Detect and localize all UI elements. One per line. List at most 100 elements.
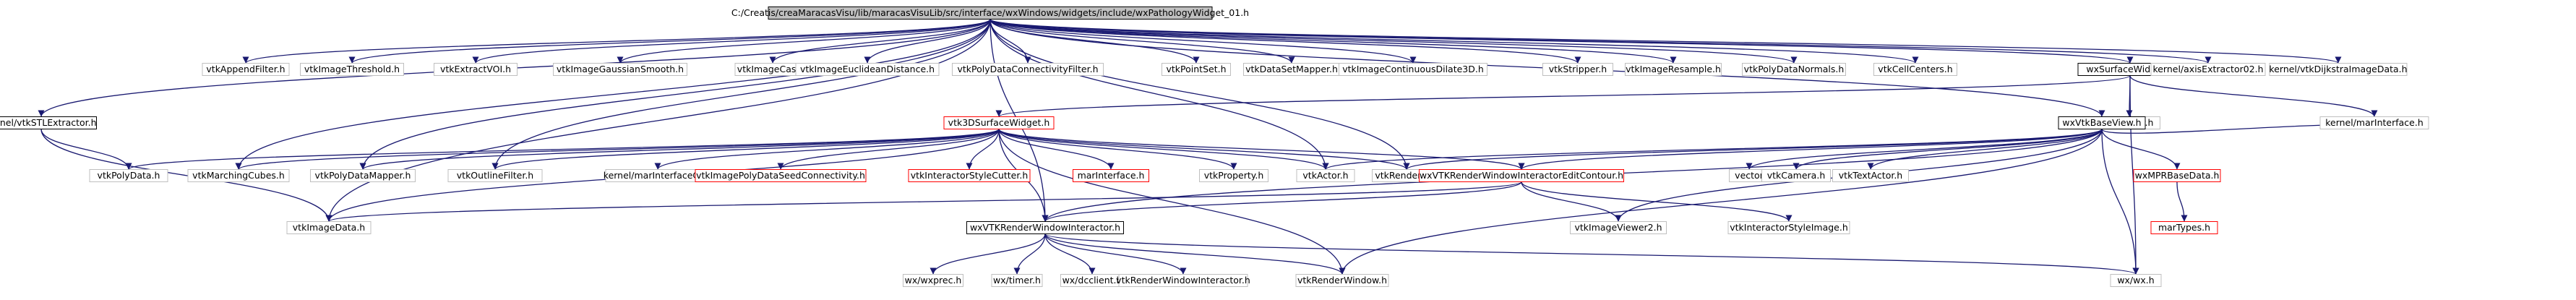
node-box (768, 7, 1213, 20)
edge-s3d-to-polydata (125, 128, 1000, 171)
edge-basev-to-editcontour (1518, 128, 2103, 171)
node-gauss[interactable]: vtkImageGaussianSmooth.h (553, 63, 687, 76)
node-box (991, 274, 1043, 287)
node-s3d[interactable]: vtk3DSurfaceWidget.h (943, 116, 1055, 129)
node-box (1542, 63, 1613, 76)
node-outline[interactable]: vtkOutlineFilter.h (447, 169, 543, 182)
edge-root-to-thresh (348, 18, 991, 64)
edge-basev-to-renderer (1403, 128, 2103, 171)
edge-root-to-actor (989, 19, 1329, 170)
node-seedconn[interactable]: vtkImagePolyDataSeedConnectivity.h (695, 169, 867, 182)
edge-s3d-to-actor (998, 129, 1329, 170)
edge-rwi-to-rwi-vtk (1044, 233, 1187, 275)
edge-s3d-to-property (998, 129, 1237, 170)
node-label: vtkPolyData.h (98, 170, 160, 181)
node-cast[interactable]: vtkImageCast.h (734, 63, 811, 76)
edge-root-to-axisext (989, 18, 2212, 64)
node-label: vtkPointSet.h (1167, 64, 1227, 74)
node-box (447, 169, 543, 182)
edge-root-to-eucl (864, 19, 991, 64)
edge-rwi-to-wxprec (929, 233, 1046, 275)
node-root[interactable]: C:/Creatis/creaMaracasVisu/lib/maracasVi… (731, 7, 1249, 20)
node-textactor[interactable]: vtkTextActor.h (1832, 169, 1909, 182)
node-label: wxVTKRenderWindowInteractorEditContour.h (1420, 170, 1623, 181)
node-mprbase[interactable]: wxMPRBaseData.h (2133, 169, 2221, 182)
node-label: vtkImagePolyDataSeedConnectivity.h (696, 170, 865, 181)
node-dcclient[interactable]: wx/dcclient.h (1060, 274, 1124, 287)
node-rwi-vtk[interactable]: vtkRenderWindowInteractor.h (1116, 274, 1250, 287)
node-camera[interactable]: vtkCamera.h (1761, 169, 1831, 182)
node-wxh[interactable]: wx/wx.h (2110, 274, 2162, 287)
edge-editcontour-to-styleimage (1521, 181, 1793, 222)
node-stlext[interactable]: kernel/vtkSTLExtractor.h (0, 116, 97, 129)
node-box (286, 221, 372, 234)
edge-root-to-resample (989, 18, 1677, 64)
node-box (1073, 169, 1149, 182)
node-styleimage[interactable]: vtkInteractorStyleImage.h (1727, 221, 1850, 234)
node-label: vtkImageResample.h (1626, 64, 1721, 74)
node-resample[interactable]: vtkImageResample.h (1625, 63, 1722, 76)
edge-editcontour-to-viewer2 (1521, 181, 1622, 222)
node-dsmapper[interactable]: vtkDataSetMapper.h (1243, 63, 1340, 76)
node-polydata[interactable]: vtkPolyData.h (89, 169, 168, 182)
node-box (966, 221, 1124, 234)
edge-root-to-cellcenters (989, 18, 1919, 64)
node-marint-k[interactable]: kernel/marInterface.h (2319, 116, 2429, 129)
node-box (1742, 63, 1846, 76)
node-pdconn[interactable]: vtkPolyDataConnectivityFilter.h (952, 63, 1104, 76)
node-box (2150, 63, 2266, 76)
node-property[interactable]: vtkProperty.h (1199, 169, 1268, 182)
node-cutter[interactable]: vtkInteractorStyleCutter.h (908, 169, 1031, 182)
node-imagedata[interactable]: vtkImageData.h (286, 221, 372, 234)
node-box (2110, 274, 2162, 287)
node-box (943, 116, 1055, 129)
node-axisext[interactable]: kernel/axisExtractor02.h (2150, 63, 2266, 76)
edge-root-to-stripper (989, 18, 1581, 64)
node-cellcenters[interactable]: vtkCellCenters.h (1873, 63, 1957, 76)
edge-stlext-to-polydata (40, 129, 132, 170)
node-stripper[interactable]: vtkStripper.h (1542, 63, 1613, 76)
node-voi[interactable]: vtkExtractVOI.h (434, 63, 518, 76)
node-append[interactable]: vtkAppendFilter.h (202, 63, 290, 76)
node-rwi[interactable]: wxVTKRenderWindowInteractor.h (966, 221, 1124, 234)
node-label: vtkAppendFilter.h (206, 64, 285, 74)
edge-mprbase-to-martypes (2176, 181, 2188, 222)
node-label: vtkStripper.h (1549, 64, 1607, 74)
node-dilate[interactable]: vtkImageContinuousDilate3D.h (1339, 63, 1487, 76)
node-marct[interactable]: kernel/marInterfaceCT.h (604, 169, 712, 182)
edge-layer (38, 18, 2378, 275)
node-label: marInterface.h (1078, 170, 1145, 181)
edge-basev-to-renwin (1339, 129, 2103, 275)
node-box (1625, 63, 1722, 76)
node-box (202, 63, 290, 76)
node-marint[interactable]: marInterface.h (1073, 169, 1149, 182)
edge-s3d-to-marint (998, 129, 1115, 170)
node-label: vtkDataSetMapper.h (1245, 64, 1338, 74)
node-eucl[interactable]: vtkImageEuclideanDistance.h (795, 63, 940, 76)
node-viewer2[interactable]: vtkImageViewer2.h (1570, 221, 1667, 234)
node-label: vtkOutlineFilter.h (457, 170, 533, 181)
node-pointset[interactable]: vtkPointSet.h (1162, 63, 1231, 76)
node-mcubes[interactable]: vtkMarchingCubes.h (187, 169, 290, 182)
node-box (1570, 221, 1667, 234)
node-box (2319, 116, 2429, 129)
node-thresh[interactable]: vtkImageThreshold.h (300, 63, 404, 76)
node-basev[interactable]: wxVtkBaseView.h (2058, 116, 2146, 129)
node-actor[interactable]: vtkActor.h (1296, 169, 1355, 182)
node-label: vtkActor.h (1302, 170, 1348, 181)
node-timer[interactable]: wx/timer.h (991, 274, 1043, 287)
node-box (2269, 63, 2408, 76)
node-vector[interactable]: vector (1729, 169, 1769, 182)
node-editcontour[interactable]: wxVTKRenderWindowInteractorEditContour.h (1419, 169, 1624, 182)
node-pdmapper[interactable]: vtkPolyDataMapper.h (310, 169, 416, 182)
node-label: wxVtkBaseView.h (2062, 117, 2141, 128)
edge-s3d-to-marct (654, 129, 1000, 170)
node-dijkstra[interactable]: kernel/vtkDijkstraImageData.h (2269, 63, 2408, 76)
node-normals[interactable]: vtkPolyDataNormals.h (1742, 63, 1846, 76)
node-renwin[interactable]: vtkRenderWindow.h (1295, 274, 1389, 287)
node-label: vtkRenderWindowInteractor.h (1116, 275, 1250, 286)
edge-root-to-outline (491, 19, 991, 170)
node-box (300, 63, 404, 76)
node-martypes[interactable]: marTypes.h (2150, 221, 2218, 234)
node-wxprec[interactable]: wx/wxprec.h (903, 274, 963, 287)
